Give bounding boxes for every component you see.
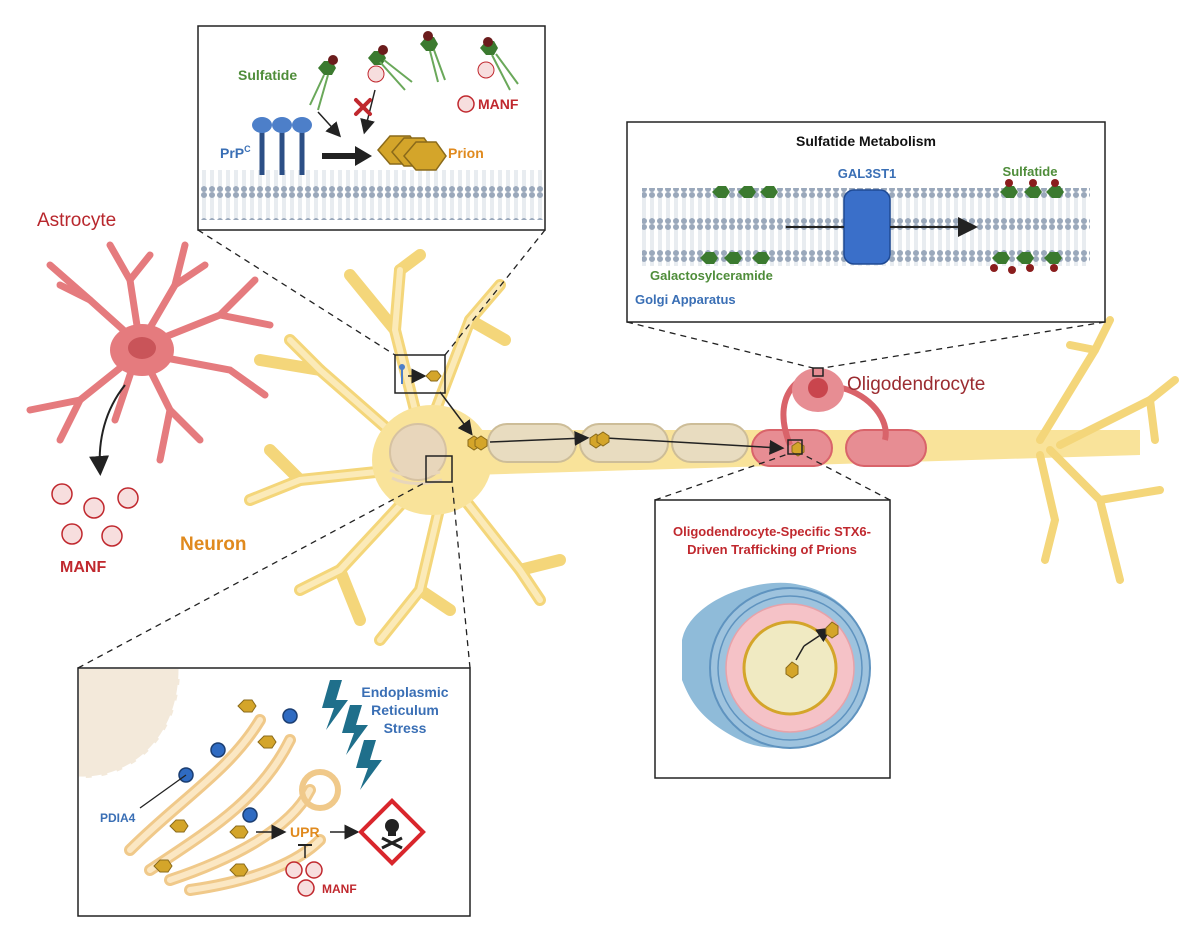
zoom-connectors <box>77 229 1106 669</box>
manf-er-vesicles <box>285 861 323 897</box>
galactosylceramide-label: Galactosylceramide <box>650 268 773 283</box>
stx6-title-line2: Driven Trafficking of Prions <box>687 542 857 557</box>
prpc-label: PrPC <box>220 144 251 161</box>
inhibition-cross-icon <box>354 98 372 116</box>
er-stress-panel <box>77 667 471 917</box>
oligodendrocyte-label: Oligodendrocyte <box>847 374 985 395</box>
zoom-box-golgi <box>812 367 824 377</box>
manf-er-label: MANF <box>322 882 357 896</box>
prpc-receptors <box>252 117 312 175</box>
zoom-box-membrane <box>394 354 446 394</box>
sulfatide-product-molecules <box>992 186 1064 264</box>
stx6-trafficking-panel <box>654 499 891 779</box>
gal3st1-enzyme <box>843 189 891 265</box>
neuron-label: Neuron <box>180 534 247 555</box>
toxicity-hazard-icon <box>358 798 426 866</box>
prion-aggregate <box>377 135 447 171</box>
er-stress-line1: Endoplasmic <box>361 684 448 700</box>
prion-trafficking <box>439 391 805 457</box>
manf-vesicles <box>51 483 139 547</box>
sulfatide-label: Sulfatide <box>238 67 297 83</box>
golgi-label: Golgi Apparatus <box>635 292 736 307</box>
astrocyte <box>26 241 274 464</box>
prion-sulfatide-panel <box>197 25 546 231</box>
myelin-sheaths <box>487 423 927 467</box>
oligodendrocyte <box>780 368 889 447</box>
stress-bolt-icons <box>322 680 382 790</box>
gal3st1-label: GAL3ST1 <box>838 166 897 181</box>
sulfatide-molecules <box>309 31 519 111</box>
sulfatide-product-label: Sulfatide <box>1003 164 1058 179</box>
prion-label: Prion <box>448 145 484 161</box>
astrocyte-label: Astrocyte <box>37 210 116 231</box>
astrocyte-secretion-arrow <box>89 384 126 476</box>
metabolism-title: Sulfatide Metabolism <box>796 133 936 149</box>
zoom-box-er <box>425 455 453 483</box>
sulfatide-metabolism-panel <box>626 121 1106 323</box>
manf-prion-label: MANF <box>478 96 519 112</box>
pdia4-label: PDIA4 <box>100 811 136 825</box>
er-stress-line2: Reticulum <box>371 702 439 718</box>
manf-astrocyte-label: MANF <box>60 559 106 576</box>
stx6-title-line1: Oligodendrocyte-Specific STX6- <box>673 524 871 539</box>
upr-label: UPR <box>290 824 320 840</box>
er-stress-line3: Stress <box>384 720 427 736</box>
galactosylceramide-molecules <box>700 186 778 264</box>
pdia4-dots <box>178 708 298 823</box>
zoom-box-myelin <box>787 439 803 455</box>
